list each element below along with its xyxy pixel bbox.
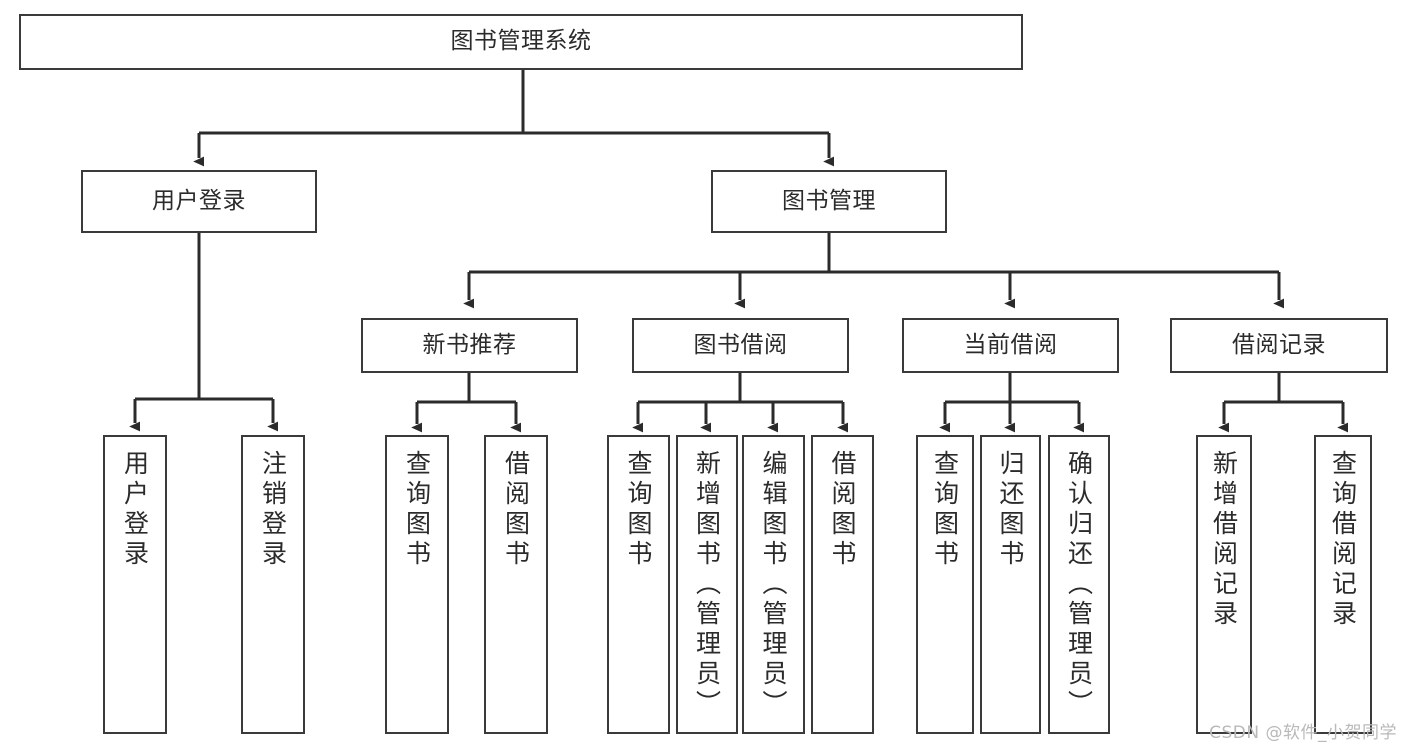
node-user-login[interactable]: 用户登录 <box>81 170 317 233</box>
node-root-book-management-system[interactable]: 图书管理系统 <box>19 14 1023 70</box>
node-label: 编辑图书（管理员） <box>759 450 788 720</box>
node-label: 归还图书 <box>996 450 1025 570</box>
node-label: 查询图书 <box>402 450 432 570</box>
leaf-add-borrow-record[interactable]: 新增借阅记录 <box>1196 435 1252 734</box>
node-label: 查询借阅记录 <box>1328 450 1358 630</box>
node-label: 借阅图书 <box>828 450 857 570</box>
node-label: 图书管理 <box>782 187 876 214</box>
leaf-edit-book-admin[interactable]: 编辑图书（管理员） <box>742 435 805 734</box>
leaf-return-book[interactable]: 归还图书 <box>980 435 1041 734</box>
leaf-confirm-return-admin[interactable]: 确认归还（管理员） <box>1048 435 1110 734</box>
leaf-query-book-new[interactable]: 查询图书 <box>385 435 449 734</box>
node-label: 当前借阅 <box>963 331 1058 358</box>
node-new-book-recommendation[interactable]: 新书推荐 <box>361 318 578 373</box>
leaf-query-book-borrow[interactable]: 查询图书 <box>607 435 670 734</box>
node-book-borrow[interactable]: 图书借阅 <box>632 318 849 373</box>
leaf-query-borrow-record[interactable]: 查询借阅记录 <box>1314 435 1372 734</box>
node-label: 用户登录 <box>120 450 150 570</box>
leaf-borrow-book-new[interactable]: 借阅图书 <box>484 435 548 734</box>
node-label: 新增借阅记录 <box>1209 450 1239 630</box>
node-label: 借阅图书 <box>501 450 531 570</box>
node-book-management[interactable]: 图书管理 <box>711 170 947 233</box>
node-borrow-record[interactable]: 借阅记录 <box>1170 318 1388 373</box>
node-label: 新增图书（管理员） <box>692 450 722 720</box>
node-label: 新书推荐 <box>422 331 517 358</box>
leaf-user-login[interactable]: 用户登录 <box>103 435 167 734</box>
node-current-borrow[interactable]: 当前借阅 <box>902 318 1119 373</box>
node-label: 图书借阅 <box>693 331 788 358</box>
leaf-logout[interactable]: 注销登录 <box>241 435 305 734</box>
node-label: 确认归还（管理员） <box>1064 450 1094 720</box>
node-label: 查询图书 <box>624 450 653 570</box>
node-label: 注销登录 <box>258 450 288 570</box>
leaf-query-book-current[interactable]: 查询图书 <box>916 435 974 734</box>
leaf-add-book-admin[interactable]: 新增图书（管理员） <box>676 435 738 734</box>
node-label: 查询图书 <box>930 450 960 570</box>
node-label: 借阅记录 <box>1232 331 1326 358</box>
csdn-watermark: CSDN @软件_小贺同学 <box>1209 723 1397 743</box>
node-label: 用户登录 <box>152 187 246 214</box>
node-label: 图书管理系统 <box>450 28 592 55</box>
leaf-borrow-book[interactable]: 借阅图书 <box>811 435 874 734</box>
